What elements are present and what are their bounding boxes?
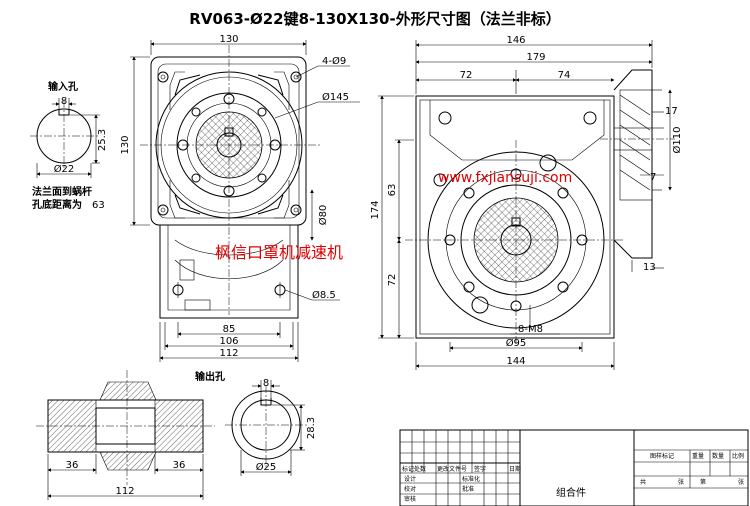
input-diameter: Ø22	[54, 163, 75, 175]
front-view: 130 130 4-Ø9 Ø145 Ø80 Ø8.5 85 106 112	[120, 34, 360, 362]
side-72: 72	[460, 70, 473, 81]
side-174: 174	[370, 200, 381, 219]
tb-review: 审核	[404, 495, 416, 503]
tb-quantity: 数量	[712, 452, 724, 460]
tb-weight: 重量	[692, 452, 704, 460]
output-len-total: 112	[115, 486, 134, 497]
side-74: 74	[558, 70, 571, 81]
side-view: 146 179 72 74 17 Ø110 7 13 174 63 72 8-M…	[370, 35, 683, 370]
tb-check: 校对	[404, 485, 416, 493]
output-key-width: 8	[263, 378, 269, 389]
drawing-title: RV063-Ø22键8-130X130-外形尺寸图（法兰非标）	[189, 10, 560, 28]
input-depth: 25.3	[97, 129, 108, 151]
side-d110: Ø110	[671, 127, 683, 154]
spigot-diameter: Ø80	[317, 205, 329, 226]
tb-pattern-mark: 图样标记	[650, 452, 674, 460]
side-7: 7	[650, 172, 656, 183]
side-17: 17	[665, 106, 678, 117]
pcd-callout: Ø145	[322, 91, 349, 103]
bolt-holes-callout: 4-Ø9	[322, 55, 346, 67]
watermark-brand: 枫信口罩机减速机	[215, 243, 343, 262]
base-85: 85	[223, 324, 236, 335]
tb-sheet: 张	[678, 478, 684, 486]
front-height-left: 130	[120, 135, 131, 154]
input-hole-label: 输入孔	[48, 80, 78, 93]
foot-hole-callout: Ø8.5	[312, 289, 336, 301]
output-len-right: 36	[173, 460, 186, 471]
side-144: 144	[506, 356, 525, 367]
input-key-width: 8	[61, 96, 67, 107]
tb-header-mark: 标记	[402, 465, 414, 473]
tb-doc-name: 组合件	[556, 486, 586, 499]
tb-total: 共	[640, 478, 646, 486]
front-width-top: 130	[219, 34, 238, 45]
tb-sheet2: 张	[738, 478, 744, 486]
side-179: 179	[526, 52, 545, 63]
tb-approve: 批准	[462, 485, 474, 493]
side-146: 146	[506, 35, 525, 46]
side-13: 13	[643, 262, 656, 273]
side-8m8: 8-M8	[518, 324, 543, 335]
tb-design: 设计	[404, 475, 416, 483]
tb-standardize: 标准化	[462, 475, 480, 483]
output-diameter: Ø25	[256, 461, 277, 473]
tb-header-count: 处数	[414, 465, 426, 473]
flange-note-value: 63	[92, 200, 105, 211]
base-106: 106	[219, 336, 238, 347]
tb-header-sign: 签字	[474, 465, 486, 473]
tb-header-date: 日期	[509, 465, 521, 473]
output-len-left: 36	[66, 460, 79, 471]
tb-page: 第	[700, 478, 706, 486]
side-72-vertical: 72	[387, 274, 398, 287]
input-hole-view: 输入孔 8 25.3 Ø22 法兰面到蜗杆 孔底距离为 63	[30, 80, 108, 211]
title-block: 标记 处数 更改文件号 签字 日期 设计 标准化 校对 批准 审核 组合件 图样…	[399, 429, 749, 506]
output-depth: 28.3	[306, 417, 317, 439]
tb-scale: 比例	[732, 452, 744, 460]
side-d95: Ø95	[506, 337, 527, 349]
tb-header-change: 更改文件号	[437, 465, 467, 473]
output-hole-label: 输出孔	[195, 370, 225, 383]
base-112: 112	[219, 348, 238, 359]
watermark-url[interactable]: www.fxjiansuji.com	[438, 170, 572, 186]
side-63: 63	[387, 184, 398, 197]
flange-note-line2: 孔底距离为	[32, 198, 82, 211]
flange-note-line1: 法兰面到蜗杆	[32, 185, 92, 198]
output-hole-view: 输出孔 36 36 112 8 28.3	[36, 370, 317, 500]
